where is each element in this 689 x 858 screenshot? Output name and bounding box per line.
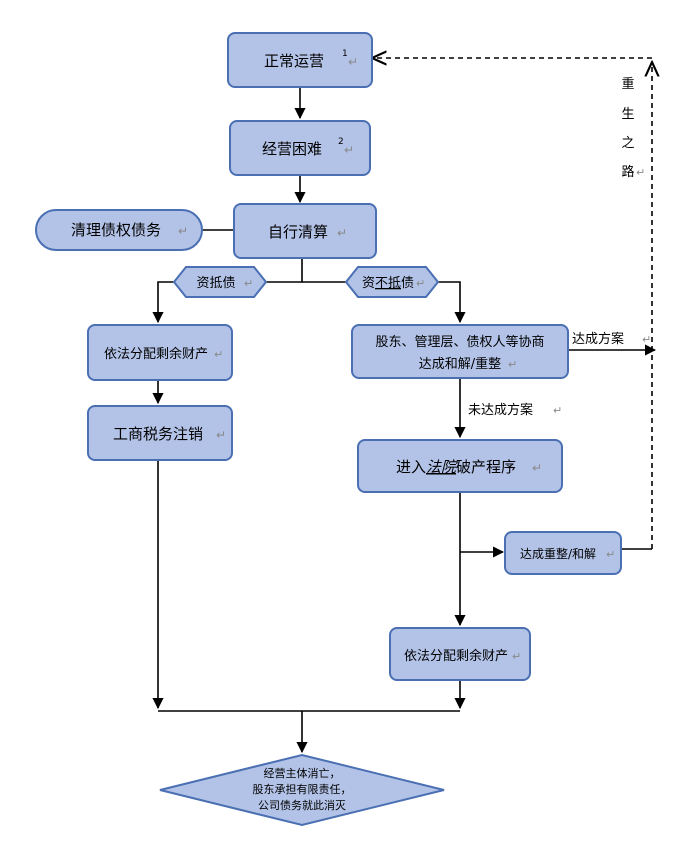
node-clear-debts-label: 清理债权债务 [71, 221, 161, 239]
node-assets-not-cover: 资不抵债 ↵ [344, 266, 440, 298]
node-difficulty-sup: 2 [338, 137, 344, 147]
node-end-line1: 经营主体消亡， [264, 766, 341, 780]
node-assets-not-cover-label: 资不抵债 [362, 276, 414, 291]
node-clear-debts: 清理债权债务 ↵ [35, 209, 203, 251]
node-enter-bankruptcy-label: 进入法院破产程序 [396, 458, 516, 476]
node-reach-reorg-label: 达成重整/和解 [520, 546, 596, 561]
label-rebirth: 重 生 之 路 ↵ [621, 76, 645, 180]
node-distribute-right-label: 依法分配剩余财产 [404, 648, 508, 664]
return-mark: ↵ [416, 277, 425, 290]
return-mark: ↵ [348, 55, 358, 69]
label-not-reached-plan: 未达成方案 [468, 402, 533, 418]
node-deregister-label: 工商税务注销 [113, 425, 203, 443]
return-mark: ↵ [344, 143, 354, 157]
label-rebirth-char-3: 之 [621, 136, 634, 151]
node-negotiate: 股东、管理层、债权人等协商 达成和解/重整 ↵ [351, 324, 569, 379]
node-normal-operation-label: 正常运营 [264, 52, 324, 70]
return-mark: ↵ [512, 650, 521, 663]
return-mark: ↵ [216, 428, 226, 442]
return-mark: ↵ [636, 166, 645, 179]
node-end: 经营主体消亡， 股东承担有限责任， 公司债务就此消灭 [159, 753, 445, 827]
connectors [152, 58, 655, 754]
return-mark: ↵ [178, 224, 188, 238]
return-mark: ↵ [244, 277, 253, 290]
node-assets-cover: 资抵债 ↵ [172, 266, 268, 298]
node-negotiate-line2: 达成和解/重整 [419, 356, 501, 372]
label-reached-plan: 达成方案 [572, 331, 624, 347]
return-mark: ↵ [553, 404, 562, 417]
return-mark: ↵ [508, 358, 517, 371]
label-rebirth-char-4: 路 [621, 164, 634, 180]
return-mark: ↵ [606, 548, 615, 561]
node-normal-operation-sup: 1 [342, 49, 348, 59]
return-mark: ↵ [214, 348, 223, 361]
node-distribute-right: 依法分配剩余财产 ↵ [389, 627, 531, 681]
node-distribute-left-label: 依法分配剩余财产 [104, 346, 208, 362]
node-deregister: 工商税务注销 ↵ [87, 405, 233, 461]
node-difficulty-label: 经营困难 [262, 140, 322, 158]
node-end-line2: 股东承担有限责任， [253, 782, 352, 796]
node-distribute-left: 依法分配剩余财产 ↵ [87, 324, 233, 381]
label-rebirth-char-1: 重 [621, 76, 634, 92]
node-end-line3: 公司债务就此消灭 [258, 798, 346, 812]
return-mark: ↵ [532, 461, 542, 475]
return-mark: ↵ [642, 333, 651, 346]
node-reach-reorg: 达成重整/和解 ↵ [504, 531, 622, 575]
node-self-liquidation-label: 自行清算 [268, 223, 328, 241]
node-negotiate-line1: 股东、管理层、债权人等协商 [375, 334, 544, 350]
return-mark: ↵ [337, 226, 347, 240]
label-rebirth-char-2: 生 [621, 107, 634, 122]
node-assets-cover-label: 资抵债 [196, 276, 235, 291]
node-enter-bankruptcy: 进入法院破产程序 ↵ [357, 439, 563, 493]
node-normal-operation: 正常运营 1 ↵ [227, 32, 373, 88]
node-self-liquidation: 自行清算 ↵ [233, 203, 377, 259]
node-difficulty: 经营困难 2 ↵ [229, 120, 371, 176]
